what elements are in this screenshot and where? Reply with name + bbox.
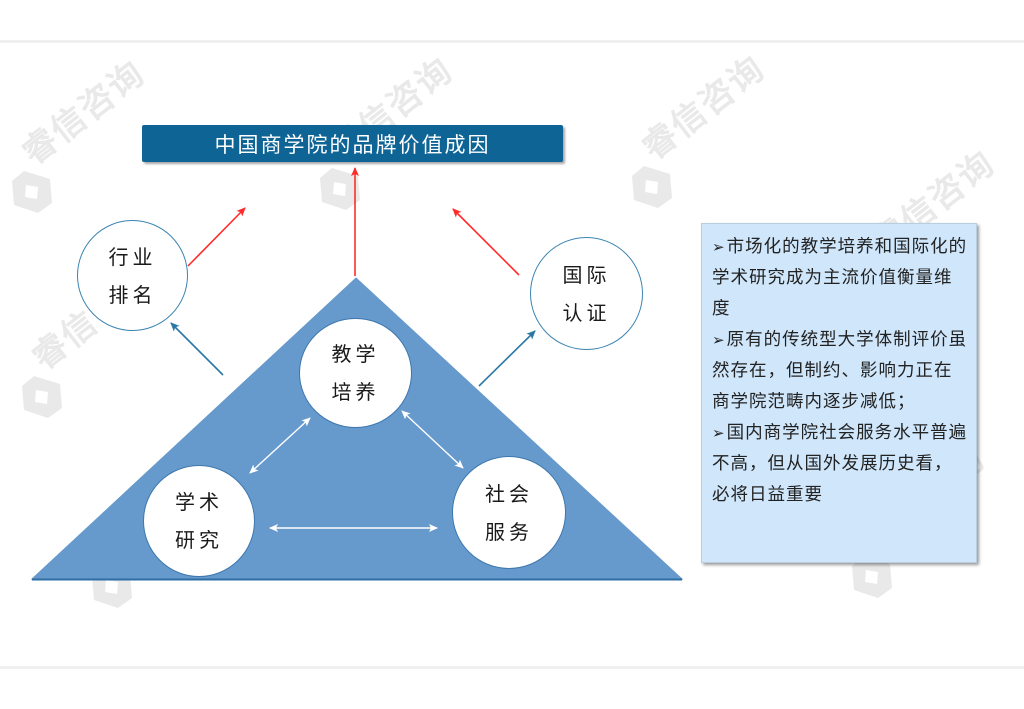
blue-arrow-right [478, 330, 536, 387]
arrow-bullet-icon: ➢ [712, 238, 726, 256]
explanation-panel: ➢市场化的教学培养和国际化的学术研究成为主流价值衡量维度 ➢原有的传统型大学体制… [701, 223, 977, 563]
arrow-bullet-icon: ➢ [712, 331, 726, 349]
arrow-bullet-icon: ➢ [712, 424, 726, 442]
blue-arrow-left [170, 322, 224, 376]
node-international-accreditation: 国际 认证 [530, 237, 643, 350]
link-research-teaching [249, 417, 311, 474]
red-arrow-left [187, 207, 246, 267]
node-industry-ranking: 行业 排名 [77, 220, 188, 331]
node-research: 学术 研究 [143, 465, 255, 577]
link-teaching-service [401, 410, 464, 469]
panel-item: ➢原有的传统型大学体制评价虽然存在，但制约、影响力正在商学院范畴内逐步减低； [712, 330, 968, 412]
node-teaching: 教学 培养 [299, 318, 412, 428]
diagram-title: 中国商学院的品牌价值成因 [142, 125, 563, 162]
panel-item: ➢市场化的教学培养和国际化的学术研究成为主流价值衡量维度 [712, 237, 968, 319]
node-social-service: 社会 服务 [452, 456, 566, 569]
panel-item: ➢国内商学院社会服务水平普遍不高，但从国外发展历史看，必将日益重要 [712, 423, 968, 505]
bottom-divider [0, 666, 1024, 669]
red-arrow-right [452, 208, 520, 276]
top-divider [0, 40, 1024, 43]
